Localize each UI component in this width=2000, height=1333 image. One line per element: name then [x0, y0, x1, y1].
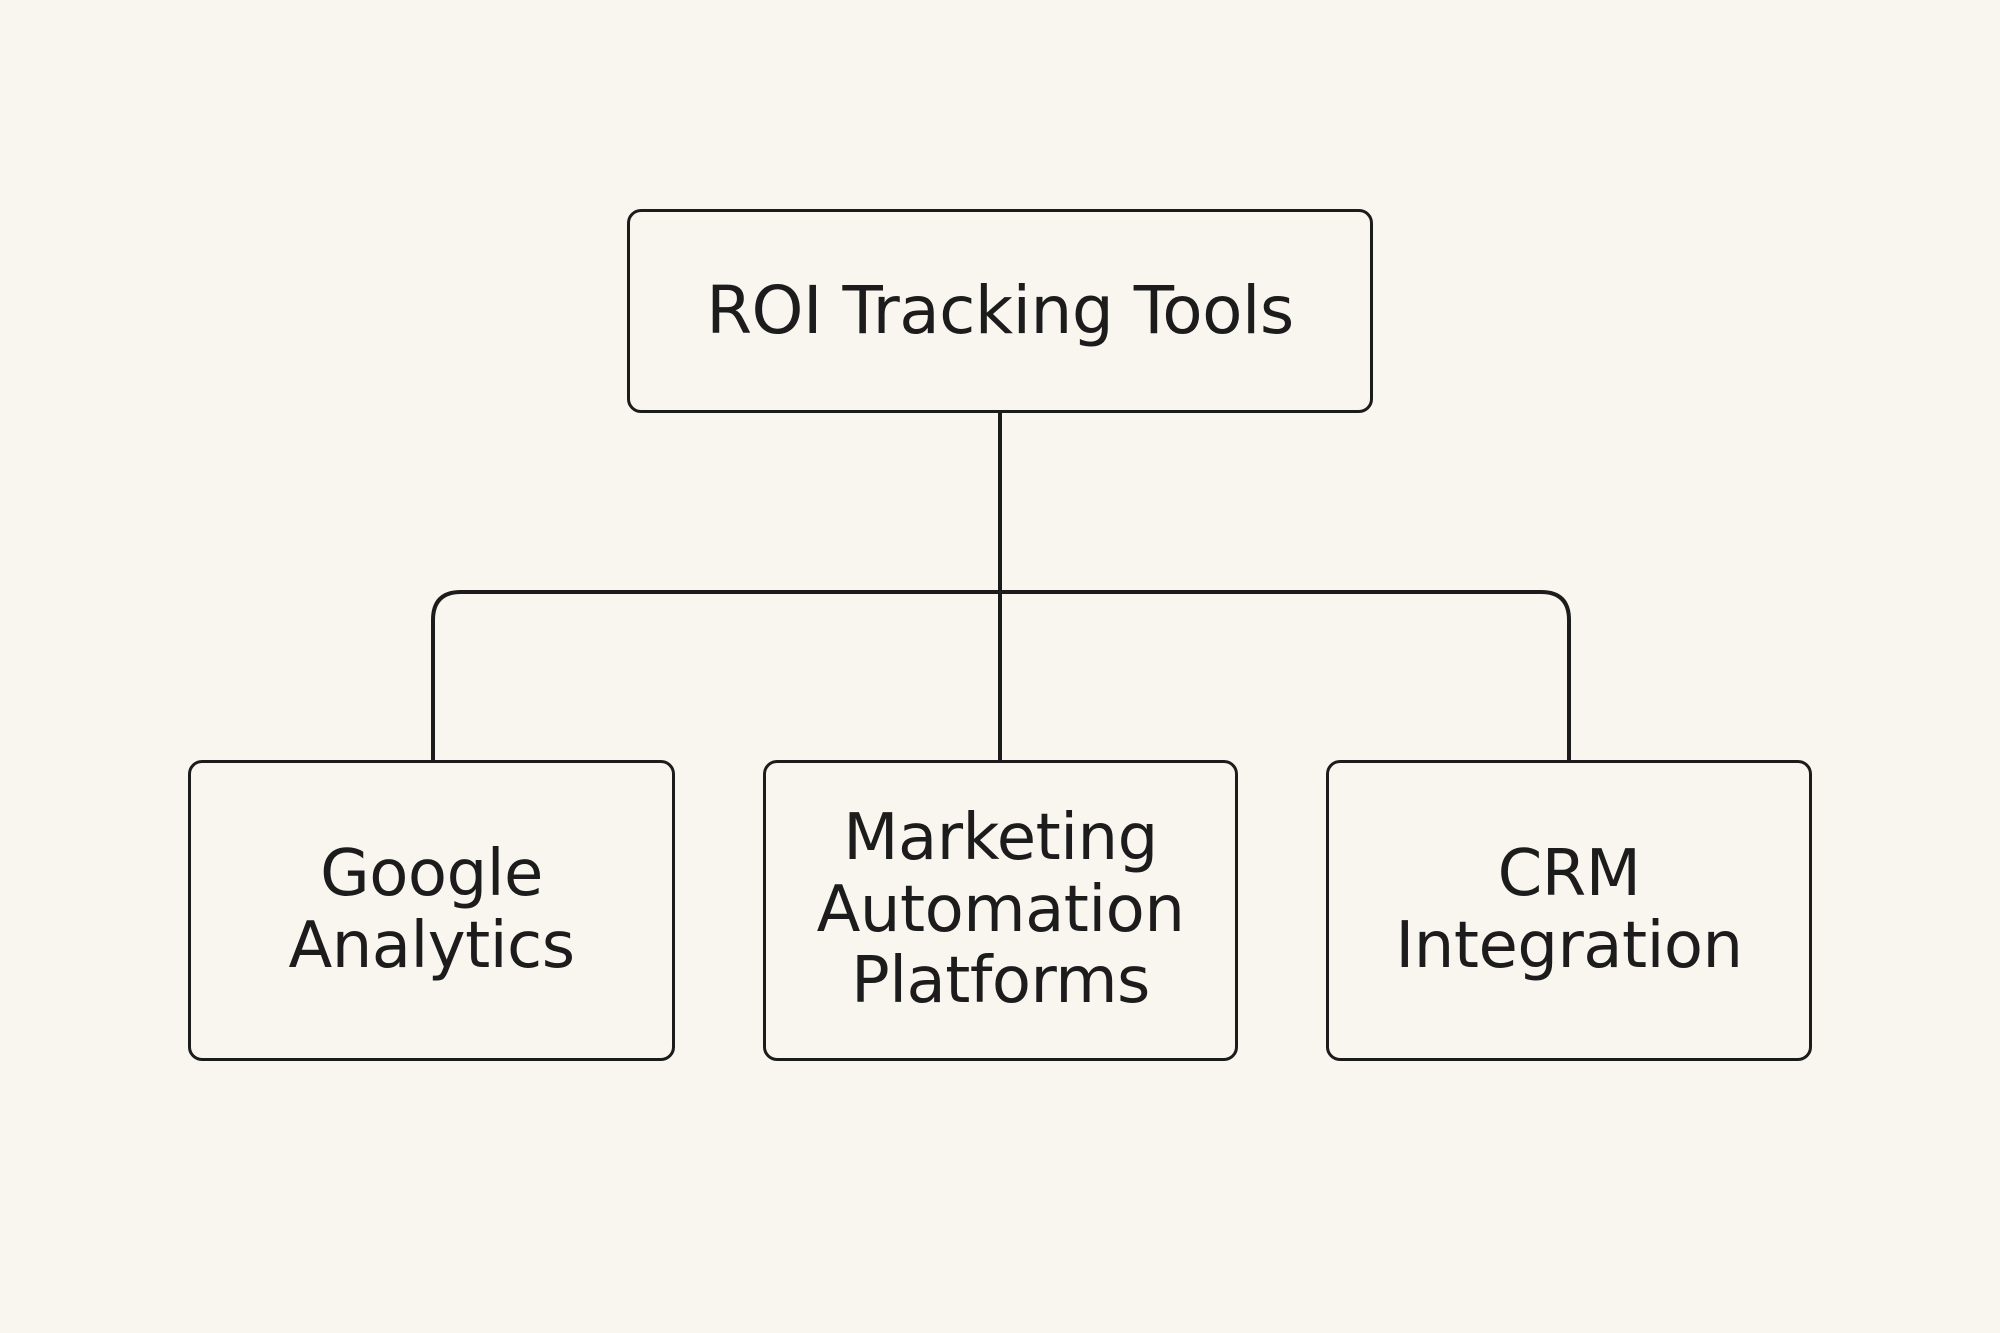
child-node-label: Marketing Automation Platforms	[816, 800, 1185, 1019]
root-node: ROI Tracking Tools	[627, 209, 1373, 413]
root-node-label: ROI Tracking Tools	[706, 272, 1294, 350]
child-node-crm-integration: CRM Integration	[1326, 760, 1812, 1061]
child-node-label: CRM Integration	[1395, 836, 1743, 983]
child-node-marketing-automation-platforms: Marketing Automation Platforms	[763, 760, 1238, 1061]
child-node-google-analytics: Google Analytics	[188, 760, 675, 1061]
child-node-label: Google Analytics	[288, 836, 575, 983]
branch-connector	[431, 590, 1571, 762]
